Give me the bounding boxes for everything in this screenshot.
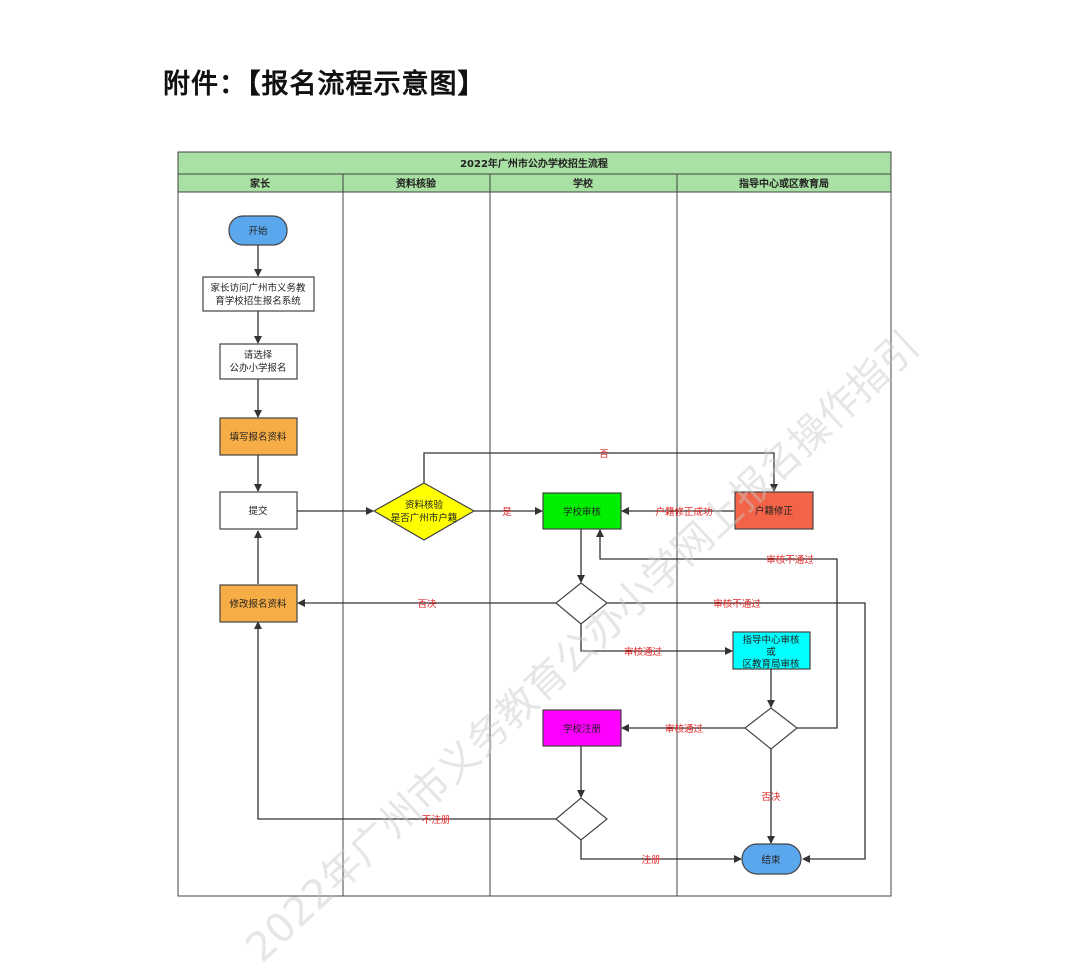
edge-label-review-pass-1: 审核通过: [624, 646, 663, 658]
edge-label-not-registered: 不注册: [422, 814, 451, 826]
edge-label-hukou-fixed: 户籍修正成功: [655, 506, 712, 518]
register-decision: [555, 797, 608, 841]
visit-label-line1: 家长访问广州市义务教: [210, 282, 306, 294]
hukou-fix-node: [734, 491, 814, 530]
edge-fail-end: [607, 602, 866, 863]
edge-label-review-fail-2: 审核不通过: [713, 598, 761, 610]
school-review-label: 学校审核: [563, 506, 602, 518]
edge-verify-no: [423, 452, 778, 492]
hukou-fix-label: 户籍修正: [755, 505, 794, 517]
school-register-node: [542, 709, 622, 747]
page-title: 附件：【报名流程示意图】: [163, 69, 486, 100]
school-review-node: [542, 492, 622, 530]
lane-header-center: 指导中心或区教育局: [739, 177, 829, 190]
verify-decision: [372, 482, 476, 541]
edge-label-reject-1: 否决: [417, 598, 437, 610]
edge-center-fail: [596, 529, 838, 729]
submit-node: [219, 491, 298, 530]
lane-header-verify: 资料核验: [396, 177, 437, 190]
center-decision: [744, 707, 798, 750]
center-review-label-line3: 区教育局审核: [742, 658, 800, 670]
edge-label-review-fail-1: 审核不通过: [766, 554, 814, 566]
lane-header-parent: 家长: [250, 177, 271, 190]
center-review-label-line1: 指导中心审核: [742, 634, 800, 646]
end-label: 结束: [761, 854, 781, 866]
lane-header-school: 学校: [573, 177, 594, 190]
nodes: [202, 215, 814, 875]
swimlane-frame: [177, 151, 892, 897]
school-review-decision: [555, 582, 608, 625]
edge-label-yes: 是: [502, 507, 512, 518]
choose-label-line1: 请选择: [244, 349, 273, 361]
edge-label-no: 否: [599, 449, 609, 460]
lane-body: [177, 191, 892, 897]
verify-label-line1: 资料核验: [405, 499, 444, 511]
choose-node: [219, 343, 298, 380]
fill-node: [219, 417, 298, 456]
edge-registered-end: [580, 840, 742, 863]
verify-label-line2: 是否广州市户籍: [391, 512, 458, 524]
center-review-node: [732, 631, 811, 670]
edge-label-reject-2: 否决: [761, 791, 781, 803]
visit-label-line2: 育学校招生报名系统: [215, 295, 301, 307]
edge-label-registered: 注册: [641, 854, 661, 866]
modify-label: 修改报名资料: [229, 598, 287, 610]
connectors: [254, 245, 866, 863]
center-review-label-line2: 或: [766, 646, 776, 658]
choose-label-line2: 公办小学报名: [229, 362, 286, 374]
edge-label-review-pass-2: 审核通过: [665, 723, 704, 735]
modify-node: [219, 584, 298, 623]
fill-label: 填写报名资料: [229, 431, 287, 443]
start-label: 开始: [248, 225, 268, 237]
diagram-title: 2022年广州市公办学校招生流程: [460, 157, 608, 170]
watermark: 2022年广州市义务教育公办小学网上报名操作指引: [237, 323, 928, 969]
edge-labels: 是 否 户籍修正成功 审核不通过 审核不通过 否决 审核通过 审核通过 否决 不…: [417, 449, 814, 866]
submit-label: 提交: [248, 505, 268, 517]
end-node: [741, 843, 802, 875]
school-register-label: 学校注册: [563, 723, 602, 735]
edge-not-registered: [254, 621, 556, 820]
start-node: [228, 215, 288, 246]
edge-pass-center: [580, 624, 733, 655]
visit-node: [202, 276, 315, 312]
